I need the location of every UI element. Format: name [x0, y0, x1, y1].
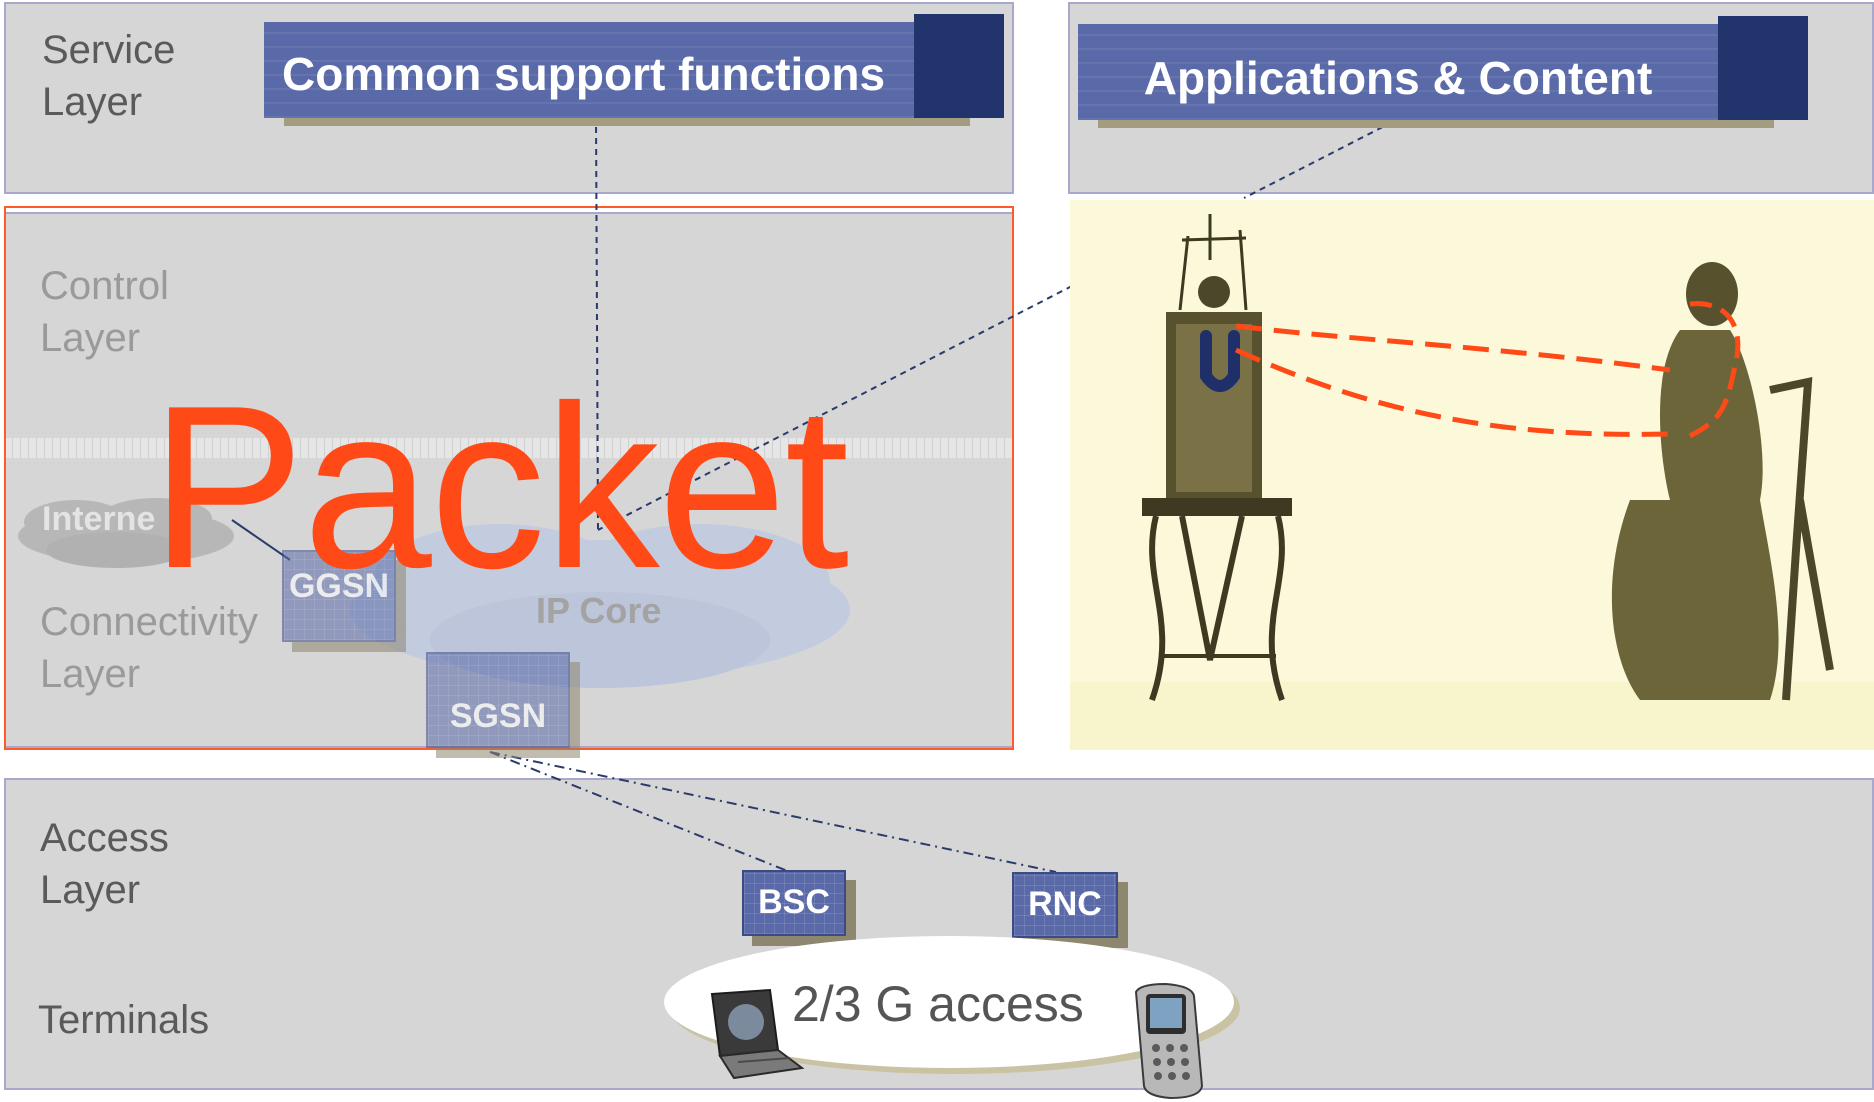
- banner-face: [1078, 24, 1718, 120]
- bsc-node[interactable]: BSC: [742, 870, 846, 936]
- sgsn-to-bsc-line: [489, 751, 791, 873]
- terminals-label: Terminals: [38, 998, 210, 1042]
- internet-cloud: [18, 498, 234, 568]
- internet-to-ggsn-line: [231, 519, 291, 561]
- internet-label: Interne: [42, 500, 156, 538]
- banner-end-cap: [914, 14, 1004, 118]
- sgsn-label: SGSN: [449, 697, 547, 735]
- mobile-phone-icon[interactable]: [1130, 982, 1210, 1102]
- laptop-icon[interactable]: [694, 988, 804, 1084]
- common-support-to-ip-core-line: [595, 115, 599, 531]
- applications-content-banner[interactable]: Applications & Content: [1078, 16, 1808, 128]
- rnc-label: RNC: [1028, 885, 1102, 923]
- rnc-node[interactable]: RNC: [1012, 872, 1118, 938]
- switchboard-drawing: [1142, 214, 1834, 701]
- layer-divider-strip: [4, 438, 1014, 458]
- common-support-functions-label: Common support functions: [282, 48, 886, 100]
- applications-to-illustration-line: [1243, 111, 1413, 199]
- access-layer-label: Access Layer: [40, 816, 169, 912]
- banner-end-cap: [1718, 16, 1808, 120]
- service-layer-label: Service Layer: [42, 28, 176, 124]
- bsc-label: BSC: [758, 883, 830, 921]
- illustration-to-ip-core-line: [597, 285, 1073, 531]
- sgsn-to-rnc-line: [489, 751, 1057, 873]
- ggsn-label: GGSN: [288, 567, 390, 605]
- ip-core-cloud: [350, 524, 850, 688]
- packet-domain-frame: [4, 206, 1014, 750]
- switchboard-illustration: [1070, 200, 1874, 750]
- connectivity-layer-label: Connectivity Layer: [40, 600, 258, 696]
- sgsn-node[interactable]: SGSN: [426, 652, 570, 748]
- common-support-functions-banner[interactable]: Common support functions: [264, 14, 1004, 126]
- banner-face: [264, 22, 914, 118]
- ip-core-label: IP Core: [536, 590, 662, 631]
- applications-content-label: Applications & Content: [1143, 52, 1653, 104]
- ggsn-node[interactable]: GGSN: [282, 550, 396, 642]
- packet-overlay-label: Packet: [150, 358, 849, 617]
- control-layer-label: Control Layer: [40, 264, 169, 360]
- access-network-label: 2/3 G access: [792, 976, 1084, 1032]
